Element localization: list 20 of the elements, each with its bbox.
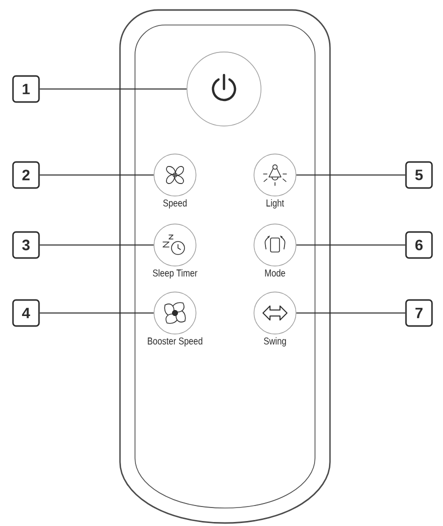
callout-number: 2 <box>12 161 40 189</box>
button-label: Swing <box>264 337 286 347</box>
button-label: Mode <box>265 269 286 277</box>
button-label: Booster Speed <box>148 337 202 347</box>
callout-number: 1 <box>12 75 40 103</box>
button-label: Light <box>266 199 284 209</box>
leader-line <box>39 88 188 90</box>
callout-number: 4 <box>12 299 40 327</box>
leader-line <box>39 174 154 176</box>
leader-line <box>296 312 406 314</box>
leader-line <box>39 312 154 314</box>
callout-number: 6 <box>405 231 433 259</box>
callout-number: 5 <box>405 161 433 189</box>
leader-line <box>39 244 154 246</box>
callout-number: 7 <box>405 299 433 327</box>
leader-line <box>296 244 406 246</box>
button-label: Speed <box>163 199 187 209</box>
button-label: Sleep Timer <box>152 269 198 279</box>
leader-line <box>296 174 406 176</box>
callout-number: 3 <box>12 231 40 259</box>
